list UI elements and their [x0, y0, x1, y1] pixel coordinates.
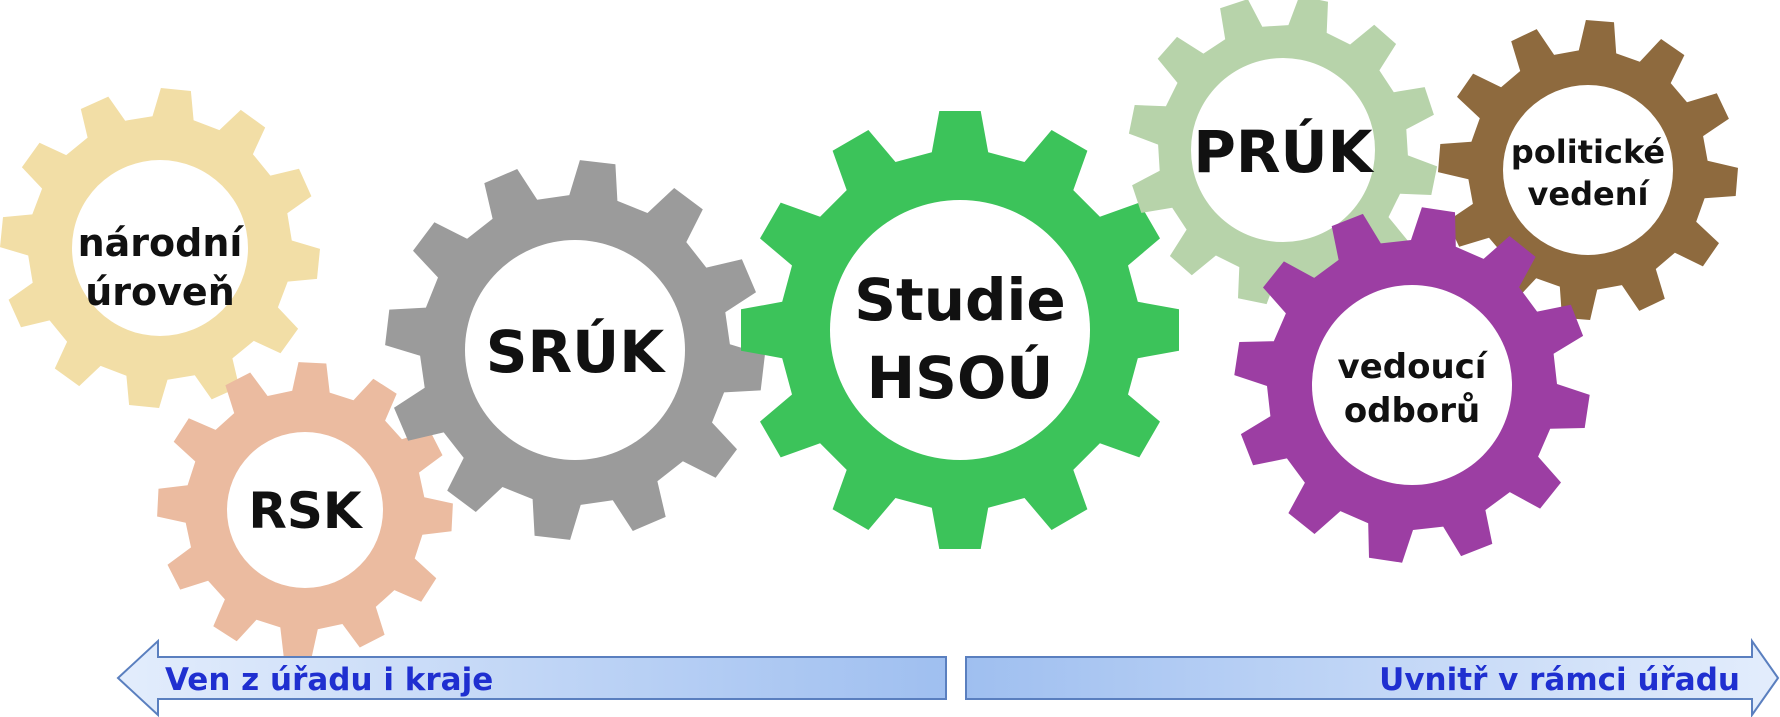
gear-narodni-uroven: národní úroveň [0, 88, 320, 408]
gear-narodni-uroven-hub [72, 160, 248, 336]
gear-studie-hsou-hub [830, 200, 1090, 460]
gear-studie-hsou-label-1: Studie [854, 266, 1066, 334]
gear-politicke-vedeni-label-1: politické [1511, 133, 1665, 171]
gear-rsk-label: RSK [248, 482, 364, 540]
gear-vedouci-odboru-label-2: odborů [1344, 391, 1480, 431]
gear-narodni-uroven-label-2: úroveň [85, 270, 235, 314]
gear-rsk: RSK [157, 362, 453, 658]
gear-vedouci-odboru: vedoucí odborů [1234, 207, 1590, 563]
arrow-left-label: Ven z úřadu i kraje [165, 662, 493, 698]
arrow-right-label: Uvnitř v rámci úřadu [1379, 662, 1740, 698]
arrow-right: Uvnitř v rámci úřadu [965, 637, 1780, 717]
gear-sruk: SRÚK [385, 160, 765, 540]
arrow-right-shape [965, 637, 1780, 717]
gear-sruk-label: SRÚK [486, 317, 667, 386]
gear-rsk-hub [227, 432, 383, 588]
arrow-left: Ven z úřadu i kraje [116, 638, 947, 717]
gear-vedouci-odboru-hub [1312, 285, 1512, 485]
gear-politicke-vedeni-label-2: vedení [1528, 175, 1651, 213]
gear-narodni-uroven-label-1: národní [78, 221, 245, 265]
gear-pruk-label: PRÚK [1193, 117, 1374, 186]
gear-politicke-vedeni-hub [1503, 85, 1673, 255]
gear-studie-hsou: Studie HSOÚ [741, 111, 1179, 549]
gear-vedouci-odboru-label-1: vedoucí [1338, 347, 1489, 387]
arrow-left-shape [116, 638, 947, 717]
gear-sruk-hub [465, 240, 685, 460]
gear-studie-hsou-label-2: HSOÚ [867, 343, 1054, 412]
gear-pruk-hub [1191, 58, 1375, 242]
